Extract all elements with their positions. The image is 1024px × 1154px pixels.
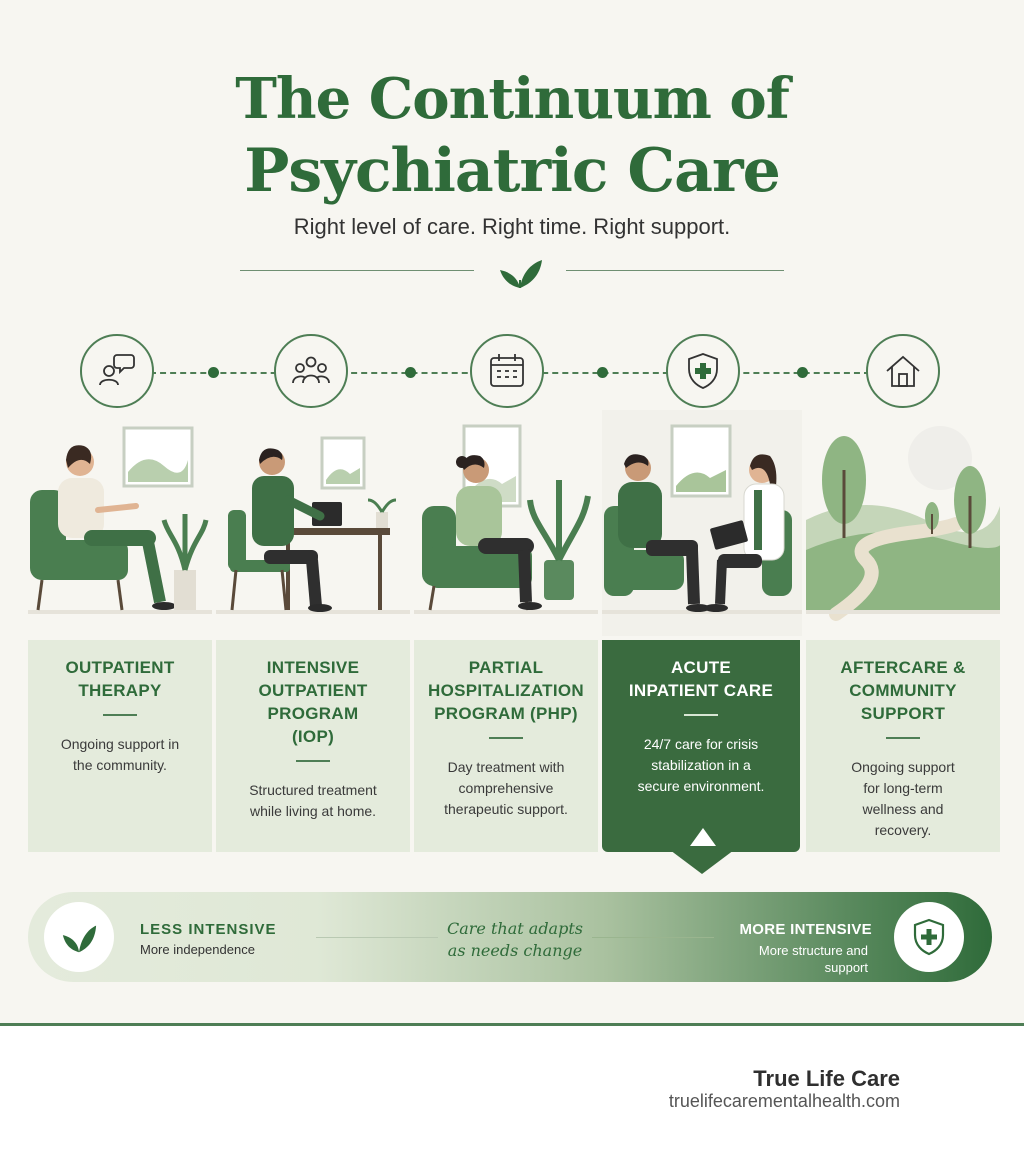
website-url[interactable]: truelifecarementalhealth.com: [668, 1091, 900, 1111]
acute-inpatient-illustration: [602, 410, 802, 636]
card-description: Structured treatment while living at hom…: [249, 782, 377, 819]
intensity-scale-bar: [28, 892, 992, 982]
card-intensive-outpatient: INTENSIVE OUTPATIENT PROGRAM (IOP) Struc…: [216, 640, 410, 852]
care-adapts-text: Care that adapts as needs change: [447, 919, 583, 960]
page-title-line-1: The Continuum of: [235, 66, 790, 132]
card-divider: [886, 737, 920, 739]
page-title-line-2: Psychiatric Care: [244, 136, 781, 206]
group-icon: [274, 334, 348, 408]
card-title: OUTPATIENT THERAPY: [65, 658, 175, 700]
card-divider: [296, 760, 330, 762]
conversation-icon: [80, 334, 154, 408]
footer: [0, 1026, 1024, 1154]
brand-name: True Life Care: [753, 1066, 900, 1091]
less-intensive-sub: More independence: [140, 942, 255, 957]
more-intensive-label: MORE INTENSIVE: [739, 921, 872, 938]
card-acute-inpatient: ACUTE INPATIENT CARE 24/7 care for crisi…: [602, 640, 800, 852]
timeline-dot: [797, 367, 808, 378]
calendar-icon: [470, 334, 544, 408]
card-description: Ongoing support in the community.: [60, 736, 180, 773]
card-title: AFTERCARE & COMMUNITY SUPPORT: [840, 658, 966, 723]
card-outpatient-therapy: OUTPATIENT THERAPY Ongoing support in th…: [28, 640, 212, 852]
card-title: INTENSIVE OUTPATIENT PROGRAM (IOP): [258, 658, 368, 746]
intensive-outpatient-illustration: [216, 436, 410, 614]
divider-right: [566, 270, 784, 271]
card-title: ACUTE INPATIENT CARE: [628, 658, 774, 700]
footer-divider: [0, 1023, 1024, 1026]
divider-left: [240, 270, 474, 271]
timeline-dot: [405, 367, 416, 378]
house-icon: [866, 334, 940, 408]
leaf-icon: [500, 260, 542, 288]
card-divider: [684, 714, 718, 716]
bar-divider-left: [316, 937, 438, 938]
bar-divider-right: [592, 937, 714, 938]
partial-hospitalization-illustration: [414, 424, 598, 614]
more-intensive-sub: More structure and support: [758, 943, 868, 975]
less-intensive-label: LESS INTENSIVE: [140, 921, 277, 938]
card-divider: [103, 714, 137, 716]
card-partial-hospitalization: PARTIAL HOSPITALIZATION PROGRAM (PHP) Da…: [414, 640, 598, 852]
card-description: 24/7 care for crisis stabilization in a …: [637, 736, 765, 794]
shield-cross-icon: [894, 902, 964, 972]
aftercare-landscape-illustration: [806, 426, 1000, 621]
current-level-marker: [690, 828, 716, 846]
page-subtitle: Right level of care. Right time. Right s…: [293, 214, 731, 239]
outpatient-therapy-illustration: [28, 426, 212, 614]
sprout-icon: [44, 902, 114, 972]
timeline-dot: [208, 367, 219, 378]
card-description: Day treatment with comprehensive therape…: [444, 759, 568, 817]
card-title: PARTIAL HOSPITALIZATION PROGRAM (PHP): [428, 658, 584, 723]
shield-cross-icon: [666, 334, 740, 408]
card-aftercare: AFTERCARE & COMMUNITY SUPPORT Ongoing su…: [806, 640, 1000, 852]
card-description: Ongoing support for long-term wellness a…: [851, 759, 955, 838]
card-divider: [489, 737, 523, 739]
timeline-dot: [597, 367, 608, 378]
card-pointer: [670, 850, 734, 874]
